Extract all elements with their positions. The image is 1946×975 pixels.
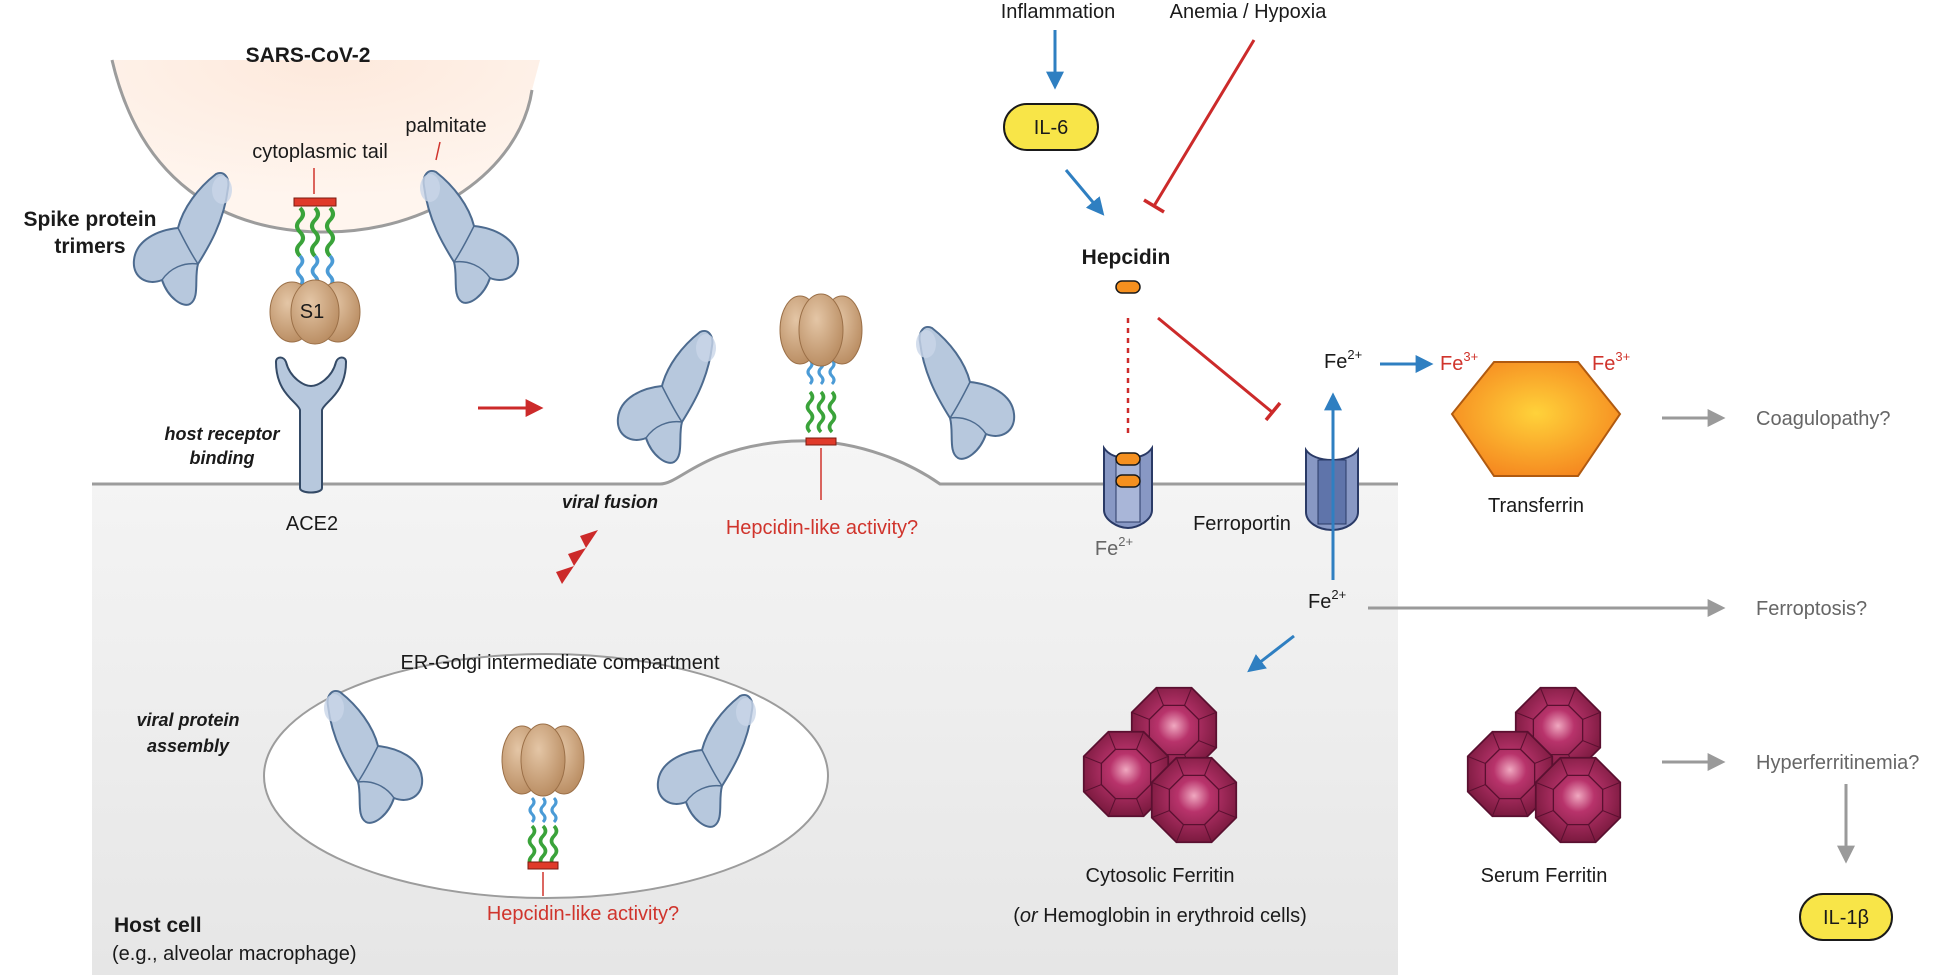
cytoplasmic-tail-label: cytoplasmic tail [252,141,388,163]
fe2-inactive-label: Fe2+ [1095,534,1133,560]
fusion-spike-stalk [779,293,863,446]
fe2-mid-label: Fe2+ [1308,587,1346,613]
spike-trimer-right [419,169,520,304]
hyperferritinemia-label: Hyperferritinemia? [1756,752,1919,774]
host-receptor-label: host receptor [164,424,280,444]
coagulopathy-label: Coagulopathy? [1756,408,1891,430]
hepcidin-like-label-2: Hepcidin-like activity? [487,903,679,925]
serum-ferritin-cluster [1466,686,1622,844]
host-cell-example: (e.g., alveolar macrophage) [112,943,357,965]
ferroptosis-label: Ferroptosis? [1756,598,1867,620]
ergic-label: ER-Golgi intermediate compartment [400,652,719,674]
host-receptor-label-2: binding [190,448,255,468]
s1-subunit [269,279,361,345]
virus-envelope [110,59,534,234]
il6-label: IL-6 [1034,117,1068,139]
il6-to-hepcidin-arrow [1064,169,1105,216]
viral-assembly-label-2: assembly [147,736,230,756]
fe-to-ferritin-arrow [1247,634,1295,673]
virus-label: SARS-CoV-2 [246,44,371,67]
transferrin-molecule [1450,361,1622,477]
il1b-badge [1799,893,1893,941]
spike-trimers-label: Spike protein [23,208,156,231]
transferrin-label: Transferrin [1488,495,1584,517]
hepcidin-inhibits-ferroportin [1157,316,1282,422]
palmitate-label: palmitate [405,115,486,137]
fe3-left-label: Fe3+ [1440,349,1478,375]
spike-trimers-label-2: trimers [54,235,125,258]
fe3-right-label: Fe3+ [1592,349,1630,375]
viral-fusion-label: viral fusion [562,492,658,512]
ace2-receptor [274,356,348,494]
inflammation-label: Inflammation [1001,1,1116,23]
viral-assembly-label: viral protein [136,710,239,730]
host-cell-label: Host cell [114,914,202,937]
fusion-spike-left [616,329,717,464]
ferroportin-inactive [1103,444,1153,530]
fe2-top-label: Fe2+ [1324,347,1362,373]
anemia-inhibits-hepcidin [1143,39,1256,214]
il1b-label: IL-1β [1823,907,1869,929]
hepcidin-like-label-1: Hepcidin-like activity? [726,517,918,539]
palmitate-pointer [435,141,441,161]
anemia-hypoxia-label: Anemia / Hypoxia [1170,1,1328,23]
fusion-to-assembly-arrows [556,530,598,584]
fusion-spike-right [915,325,1016,460]
ergic-spike-center [501,723,585,870]
ace2-label: ACE2 [286,513,338,535]
hemoglobin-note: (or Hemoglobin in erythroid cells) [1013,905,1306,927]
ferroportin-label: Ferroportin [1193,513,1291,535]
hepcidin-molecule [1115,280,1141,294]
s1-label: S1 [300,301,324,323]
il6-badge [1003,103,1099,151]
spike-trimer-left [132,171,233,306]
hepcidin-label: Hepcidin [1082,246,1171,269]
cytosolic-ferritin-label: Cytosolic Ferritin [1086,865,1235,887]
serum-ferritin-label: Serum Ferritin [1481,865,1608,887]
cell-membrane [92,439,1398,486]
